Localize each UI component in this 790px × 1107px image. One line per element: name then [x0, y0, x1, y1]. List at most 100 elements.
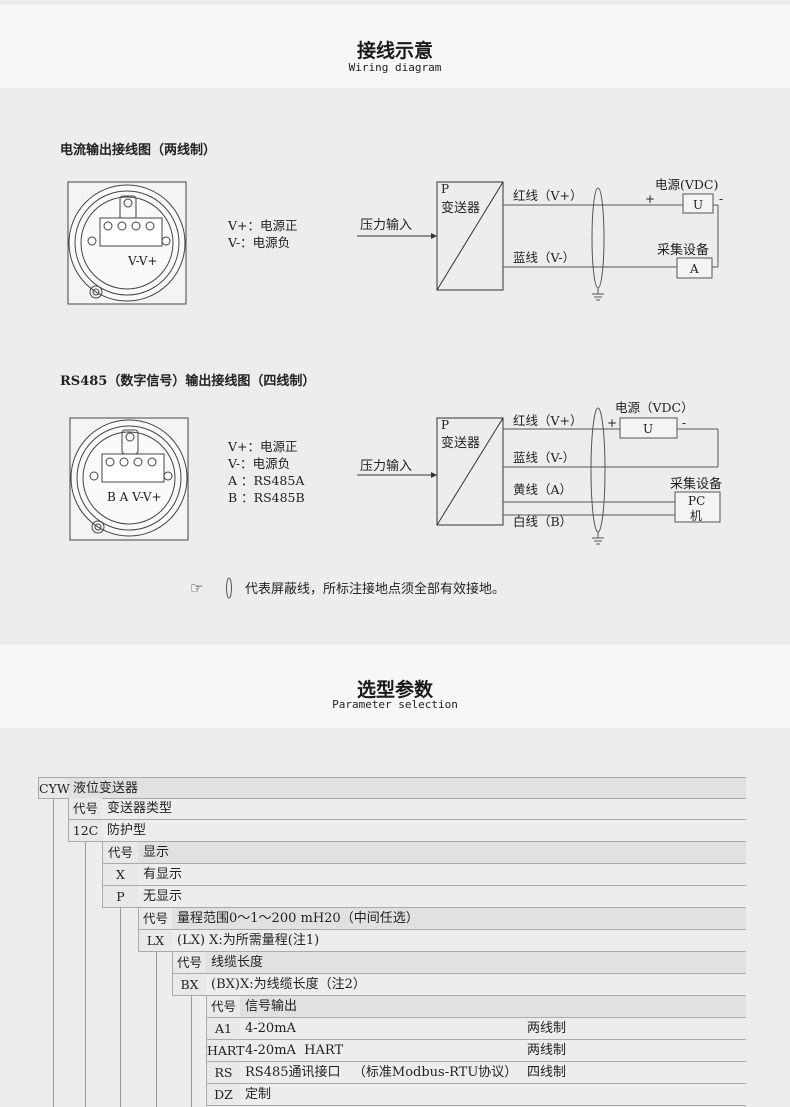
params-title: 选型参数: [356, 679, 433, 701]
row-description: 液位变送器: [73, 781, 139, 796]
tree-connector-line: [120, 908, 121, 1107]
legend-1-vminus: V-：电源负: [227, 235, 290, 250]
blue-wire-label-1: 蓝线（V-）: [513, 250, 575, 265]
table-row: 量程范围0～1～200 mH20（中间任选）: [172, 908, 746, 930]
table-row: (LX) X:为所需量程(注1): [172, 930, 746, 952]
tree-connector-line: [191, 996, 192, 1107]
collector-label-2: 采集设备: [670, 476, 722, 492]
row-code: 代号: [206, 996, 240, 1018]
row-code: X: [102, 864, 138, 886]
table-row: 显示: [138, 842, 746, 864]
table-row: 液位变送器: [68, 777, 746, 799]
table-row: (BX)X:为线缆长度（注2）: [206, 974, 746, 996]
shield-note: 代表屏蔽线，所标注接地点须全部有效接地。: [245, 582, 506, 597]
row-description: 线缆长度: [211, 955, 264, 970]
row-code: 代号: [68, 798, 102, 820]
red-wire-label-1: 红线（V+）: [513, 188, 583, 203]
tree-connector-line: [85, 842, 86, 1107]
wiring-diagrams: V-V+ V+：电源正 V-：电源负 压力输入 P 变送器 红线（V+） 蓝线（…: [67, 177, 723, 599]
u-label-2: U: [643, 422, 653, 436]
row-description: 有显示: [143, 867, 183, 882]
legend-2-b: B ：RS485B: [228, 490, 305, 505]
row-code: CYW: [38, 777, 70, 799]
row-description: (LX) X:为所需量程(注1): [177, 933, 320, 948]
terminal-label-1: V-V+: [127, 254, 157, 268]
transmitter-label-2: 变送器: [441, 435, 480, 451]
minus-label-1: -: [719, 192, 723, 206]
row-description: 防护型: [107, 823, 147, 838]
row-description: 变送器类型: [107, 801, 173, 816]
a-label-1: A: [689, 262, 699, 276]
plus-label-1: +: [645, 192, 655, 206]
white-wire-label-2: 白线（B）: [513, 514, 572, 529]
wiring-subtitle: Wiring diagram: [348, 61, 442, 74]
row-wiring-type: 四线制: [527, 1065, 567, 1080]
yellow-wire-label-2: 黄线（A）: [513, 482, 572, 497]
tree-connector-line: [156, 952, 157, 1107]
legend-2-vminus: V-：电源负: [227, 456, 290, 471]
pressure-input-label-2: 压力输入: [360, 458, 412, 474]
shield-symbol-icon: [226, 577, 232, 599]
row-code: LX: [138, 930, 172, 952]
legend-1-vplus: V+：电源正: [227, 218, 298, 233]
row-wiring-type: 两线制: [527, 1043, 567, 1058]
p-label-2: P: [441, 418, 449, 432]
transmitter-terminal-drawing-1: [67, 181, 187, 305]
shield-ellipse-2: [590, 407, 606, 533]
table-row: 4-20mA HART 两线制: [240, 1040, 746, 1062]
power-label-1: 电源(VDC): [655, 177, 718, 192]
params-header-band: [0, 645, 790, 728]
table-row: 防护型: [102, 820, 746, 842]
table-row: 无显示: [138, 886, 746, 908]
row-code: BX: [172, 974, 206, 996]
row-code: P: [102, 886, 138, 908]
row-code: 代号: [172, 952, 206, 974]
tree-connector-line: [53, 798, 54, 1107]
row-description: 显示: [143, 845, 170, 860]
row-code: HART: [206, 1040, 244, 1062]
row-description: RS485通讯接口 （标准Modbus-RTU协议）: [245, 1065, 518, 1080]
row-description: 量程范围0～1～200 mH20（中间任选）: [177, 911, 419, 926]
red-wire-label-2: 红线（V+）: [513, 413, 583, 428]
pointing-hand-icon: ☞: [190, 579, 203, 597]
pressure-input-label-1: 压力输入: [360, 217, 412, 233]
table-row: 信号输出: [240, 996, 746, 1018]
legend-2-a: A ：RS485A: [227, 473, 305, 488]
collector-label-1: 采集设备: [657, 242, 709, 258]
power-label-2: 电源（VDC）: [615, 400, 694, 415]
diagram1-title: 电流输出接线图（两线制）: [60, 143, 217, 158]
row-description: 4-20mA: [245, 1021, 296, 1036]
diagram2-title: RS485（数字信号）输出接线图（四线制）: [60, 374, 316, 389]
shield-ellipse-1: [591, 187, 605, 289]
row-code: 12C: [68, 820, 102, 842]
table-row: 4-20mA 两线制: [240, 1018, 746, 1040]
row-description: 无显示: [143, 889, 183, 904]
pc-label-line2: 机: [690, 509, 702, 523]
row-description: 定制: [245, 1087, 272, 1102]
u-label-1: U: [693, 198, 703, 212]
p-label-1: P: [441, 182, 449, 196]
wiring-title: 接线示意: [356, 40, 433, 62]
blue-wire-label-2: 蓝线（V-）: [513, 450, 575, 465]
row-code: A1: [206, 1018, 240, 1040]
minus-label-2: -: [682, 416, 686, 430]
table-row: 变送器类型: [102, 798, 746, 820]
row-description: 4-20mA HART: [245, 1043, 344, 1058]
pc-label-line1: PC: [688, 494, 705, 508]
row-description: (BX)X:为线缆长度（注2）: [211, 977, 366, 992]
row-description: 信号输出: [245, 999, 298, 1014]
row-wiring-type: 两线制: [527, 1021, 567, 1036]
table-row: 线缆长度: [206, 952, 746, 974]
transmitter-label-1: 变送器: [441, 200, 480, 216]
table-row: 有显示: [138, 864, 746, 886]
legend-2-vplus: V+：电源正: [227, 439, 298, 454]
row-code: RS: [206, 1062, 240, 1084]
plus-label-2: +: [607, 416, 617, 430]
row-code: 代号: [102, 842, 138, 864]
table-row: 定制: [240, 1084, 746, 1106]
row-code: DZ: [206, 1084, 240, 1106]
terminal-label-2: B A V-V+: [107, 490, 162, 504]
params-subtitle: Parameter selection: [332, 698, 458, 711]
table-row: RS485通讯接口 （标准Modbus-RTU协议） 四线制: [240, 1062, 746, 1084]
row-code: 代号: [138, 908, 172, 930]
